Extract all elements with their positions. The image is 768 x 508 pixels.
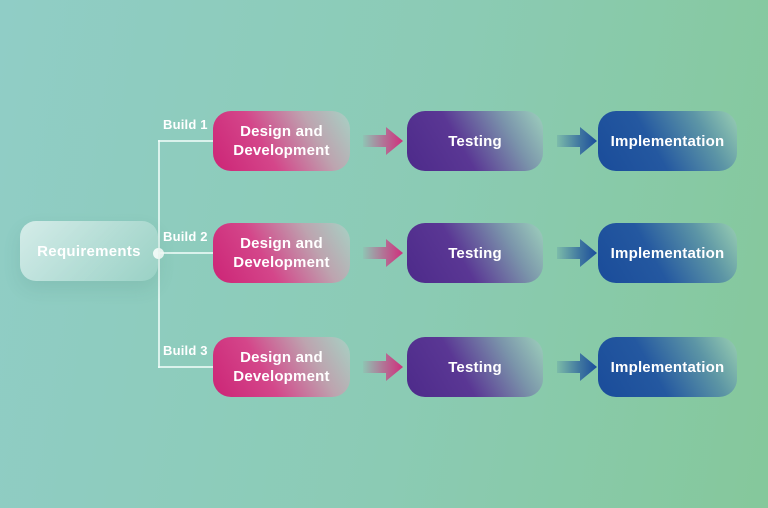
- build-1-design-label: Design and Development: [233, 123, 330, 159]
- build-3-label: Build 3: [163, 343, 208, 358]
- build-1-implementation-node[interactable]: Implementation: [598, 111, 737, 171]
- build-2-design-node[interactable]: Design and Development: [213, 223, 350, 283]
- build-3-testing-label: Testing: [448, 358, 502, 376]
- build-3-implementation-node[interactable]: Implementation: [598, 337, 737, 397]
- build-2-implementation-node[interactable]: Implementation: [598, 223, 737, 283]
- build-3-testing-node[interactable]: Testing: [407, 337, 543, 397]
- arrow-right-icon: [363, 353, 403, 381]
- arrow-right-icon: [557, 127, 597, 155]
- arrow-right-icon: [557, 353, 597, 381]
- arrow-right-icon: [363, 239, 403, 267]
- connector-stub-build-1: [158, 140, 213, 142]
- requirements-node[interactable]: Requirements: [20, 221, 158, 281]
- arrow-right-icon: [557, 239, 597, 267]
- connector-stub-build-3: [158, 366, 213, 368]
- build-2-implementation-label: Implementation: [610, 244, 725, 262]
- arrow-right-icon: [363, 127, 403, 155]
- build-2-design-label: Design and Development: [233, 235, 330, 271]
- connector-stub-build-2: [158, 252, 213, 254]
- build-1-implementation-label: Implementation: [610, 132, 725, 150]
- build-2-testing-node[interactable]: Testing: [407, 223, 543, 283]
- build-1-testing-label: Testing: [448, 132, 502, 150]
- requirements-label: Requirements: [37, 242, 141, 260]
- build-1-design-node[interactable]: Design and Development: [213, 111, 350, 171]
- connector-junction-dot: [153, 248, 164, 259]
- build-2-label: Build 2: [163, 229, 208, 244]
- build-1-label: Build 1: [163, 117, 208, 132]
- build-2-testing-label: Testing: [448, 244, 502, 262]
- build-3-design-label: Design and Development: [233, 349, 330, 385]
- build-3-implementation-label: Implementation: [610, 358, 725, 376]
- build-1-testing-node[interactable]: Testing: [407, 111, 543, 171]
- build-3-design-node[interactable]: Design and Development: [213, 337, 350, 397]
